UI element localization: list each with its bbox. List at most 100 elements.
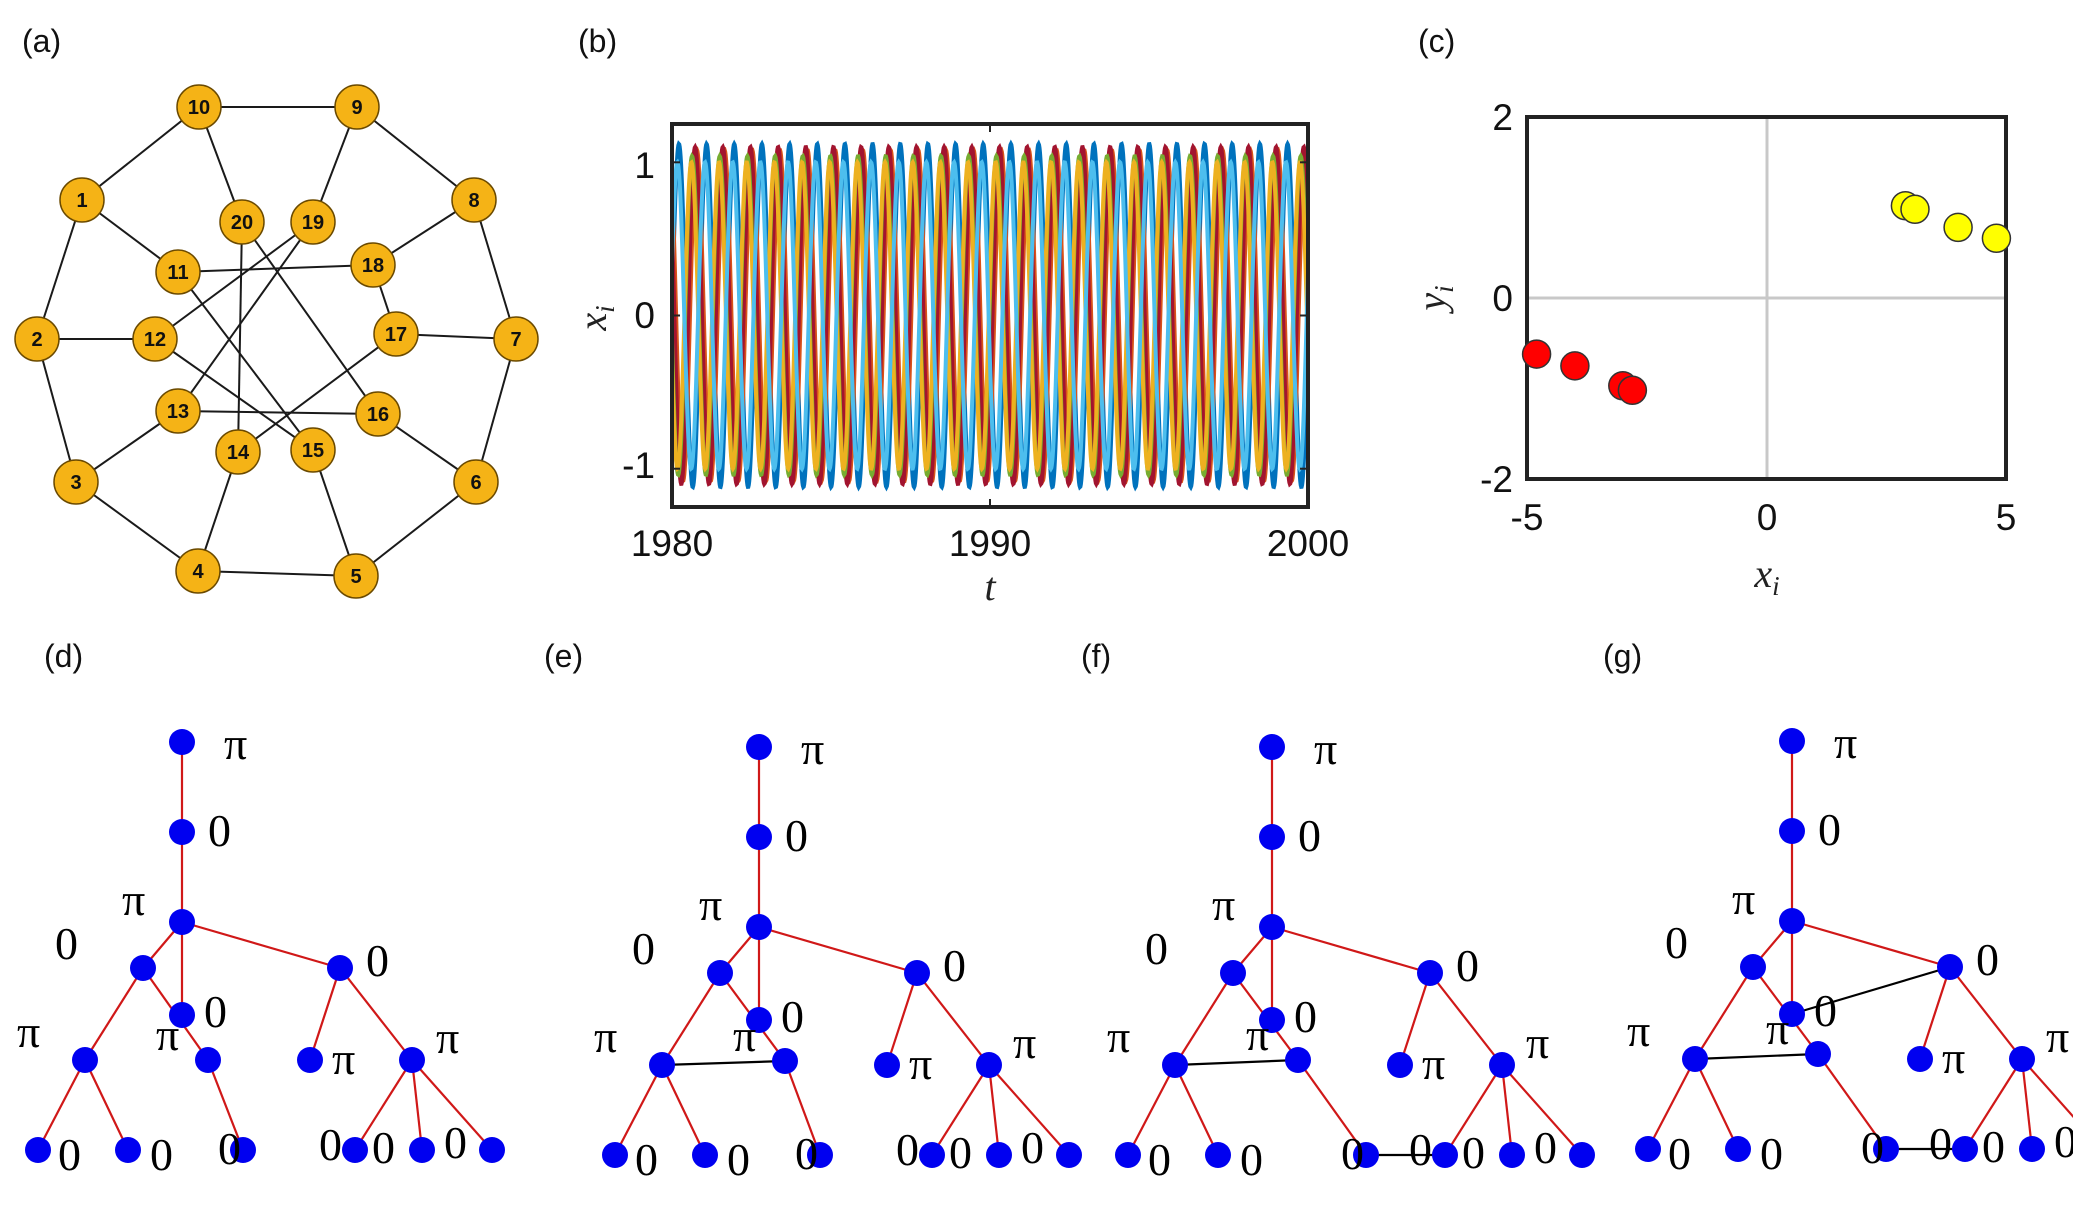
time-series-plot (672, 139, 1308, 492)
graph-edge (197, 570, 357, 577)
tree-node (1873, 1136, 1899, 1162)
series-line (672, 158, 1308, 473)
graph-edge (177, 410, 379, 415)
tree-node (1259, 914, 1285, 940)
graph-edge (475, 338, 517, 483)
tree-edge (614, 1064, 663, 1156)
tree-node-label: 0 (58, 1129, 81, 1180)
node-label: 11 (167, 262, 188, 284)
panel-e-label: (e) (544, 638, 583, 674)
tree-edge (916, 972, 990, 1066)
tree-node (130, 955, 156, 981)
tree-node-label: 0 (949, 1127, 972, 1178)
tree-edge (1429, 972, 1503, 1066)
tree-edge (931, 1064, 990, 1156)
graph-edge (177, 264, 374, 273)
node-label: 9 (351, 97, 362, 119)
graph-edge (355, 481, 477, 577)
tree-node-label: 0 (896, 1124, 919, 1175)
graph-node: 1 (59, 177, 105, 223)
tree-node-label: 0 (204, 986, 227, 1037)
tree-node-label: 0 (1861, 1122, 1884, 1173)
tree-edge (988, 1064, 1070, 1156)
tree-node-label: 0 (1976, 934, 1999, 985)
graph-edge (237, 221, 243, 453)
tree-node (409, 1137, 435, 1163)
graph-edge (177, 221, 314, 412)
tree-edge (2021, 1058, 2073, 1119)
graph-node: 10 (176, 84, 222, 130)
tree-node (1220, 960, 1246, 986)
tree-node-label: 0 (1668, 1128, 1691, 1179)
graph-edge (356, 106, 475, 201)
xtick-label: 0 (1757, 497, 1778, 538)
tree-node (1432, 1142, 1458, 1168)
xtick-label: 1990 (949, 523, 1031, 564)
xtick-label: 5 (1996, 497, 2017, 538)
tree-node (1162, 1052, 1188, 1078)
tree-node (230, 1137, 256, 1163)
graph-edge (36, 338, 77, 483)
graph-edge (75, 481, 199, 572)
tree-edge (783, 1060, 822, 1156)
tree-node-label: π (909, 1038, 932, 1089)
tree-node (976, 1052, 1002, 1078)
node-label: 1 (76, 190, 87, 212)
tree-node-label: 0 (943, 940, 966, 991)
tree-node-label: π (1732, 873, 1755, 924)
tree-node (399, 1047, 425, 1073)
tree-node-label: 0 (1760, 1128, 1783, 1179)
tree-node-label: 0 (795, 1128, 818, 1179)
node-label: 14 (227, 442, 250, 464)
node-label: 13 (167, 401, 189, 423)
xtick-label: 2000 (1267, 523, 1349, 564)
plot-c-frame (1525, 115, 2008, 481)
graph-node: 19 (290, 199, 336, 245)
tree-node-label: 0 (444, 1117, 467, 1168)
graph-node: 11 (155, 249, 201, 295)
tree-edge (2020, 1058, 2034, 1150)
node-label: 12 (144, 329, 166, 351)
tree-edge (661, 972, 721, 1066)
tree-edge (354, 1059, 413, 1151)
tree-node-label: 0 (635, 1134, 658, 1185)
tree-node (1489, 1052, 1515, 1078)
node-label: 8 (468, 190, 479, 212)
panel-g-label: (g) (1603, 638, 1642, 674)
tree-node (602, 1142, 628, 1168)
tree-edge (411, 1059, 493, 1151)
tree-edge (1271, 925, 1431, 975)
tree-edge (1694, 1058, 1739, 1150)
tree-node (746, 1007, 772, 1033)
tree-node-label: 0 (208, 805, 231, 856)
tree-extra-edge (661, 1059, 786, 1067)
scatter-point (1981, 223, 2012, 254)
tree-node-label: π (332, 1033, 355, 1084)
scatter-point (1617, 375, 1648, 406)
tree-node (1259, 824, 1285, 850)
tree-node-label: π (1766, 1003, 1789, 1054)
tree-node (807, 1142, 833, 1168)
tree-node (169, 1002, 195, 1028)
graph-edge (177, 271, 314, 451)
tree-node-label: π (122, 874, 145, 925)
graph-node: 8 (451, 177, 497, 223)
tree-node-label: π (1212, 879, 1235, 930)
tree-node (72, 1047, 98, 1073)
ytick-label: 0 (634, 295, 655, 336)
tree-extra-edge (1791, 965, 1951, 1016)
tree-node-label: π (594, 1011, 617, 1062)
node-label: 16 (367, 404, 389, 426)
graph-node: 12 (132, 316, 178, 362)
tree-node-label: 0 (785, 810, 808, 861)
tree-node (169, 729, 195, 755)
graph-node: 6 (453, 459, 499, 505)
tree-node (115, 1137, 141, 1163)
tree-node-label: 0 (632, 923, 655, 974)
tree-node-label: 0 (727, 1134, 750, 1185)
tree-node (986, 1142, 1012, 1168)
node-label: 4 (192, 561, 204, 583)
tree-edge (37, 1059, 86, 1151)
